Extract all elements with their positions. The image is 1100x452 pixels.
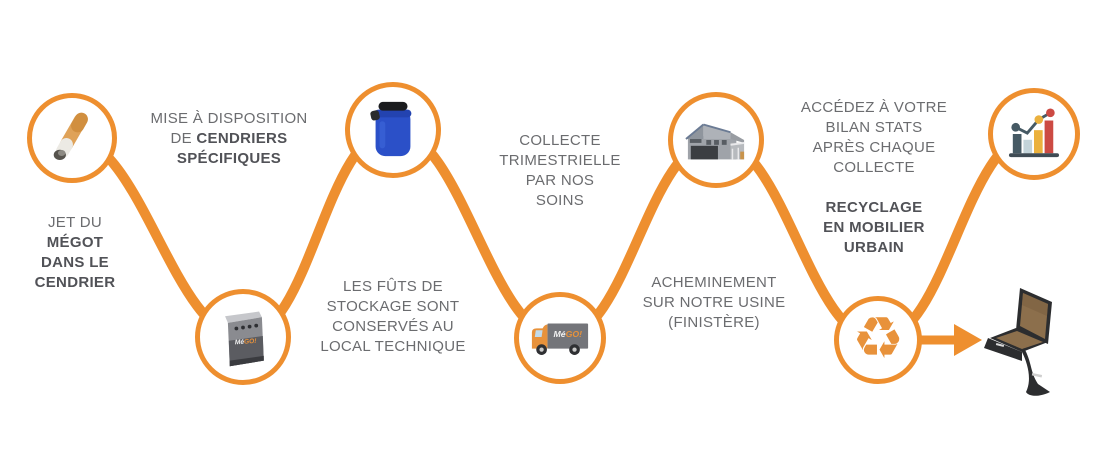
label-provide-ashtrays: MISE À DISPOSITION DE CENDRIERS SPÉCIFIQ… — [150, 110, 308, 167]
recycled-bench-image — [984, 288, 1052, 396]
label-recycling-furniture: RECYCLAGE EN MOBILIER URBAIN — [823, 199, 925, 256]
stats-chart-icon — [1008, 108, 1060, 158]
recycling-icon: ♻ — [852, 304, 904, 372]
step-circle-ashtray: MéGO! — [195, 289, 291, 385]
step-circle-cigarette — [27, 93, 117, 183]
label-stats-report: ACCÉDEZ À VOTRE BILAN STATS APRÈS CHAQUE… — [800, 99, 948, 176]
factory-icon — [685, 123, 745, 160]
ashtray-icon: MéGO! — [225, 311, 264, 367]
flow-arrow-icon — [915, 324, 982, 356]
step-circle-recycling: ♻ — [834, 296, 922, 384]
step-circle-stats — [988, 88, 1080, 180]
label-transport-factory: ACHEMINEMENT SUR NOTRE USINE (FINISTÈRE) — [642, 274, 786, 331]
cigarette-icon — [53, 112, 88, 161]
storage-drum-icon — [370, 101, 412, 157]
label-quarterly-collection: COLLECTE TRIMESTRIELLE PAR NOS SOINS — [499, 132, 621, 209]
label-throw-butt: JET DU MÉGOT DANS LE CENDRIER — [34, 214, 116, 291]
van-brand-label: MéGO! — [553, 329, 582, 339]
label-storage-drums: LES FÛTS DE STOCKAGE SONT CONSERVÉS AU L… — [320, 278, 466, 355]
collection-van-icon: MéGO! — [531, 323, 589, 355]
step-circle-factory — [668, 92, 764, 188]
ashtray-brand-label: MéGO! — [235, 338, 258, 347]
step-circle-van: MéGO! — [514, 292, 606, 384]
step-circle-drum — [345, 82, 441, 178]
